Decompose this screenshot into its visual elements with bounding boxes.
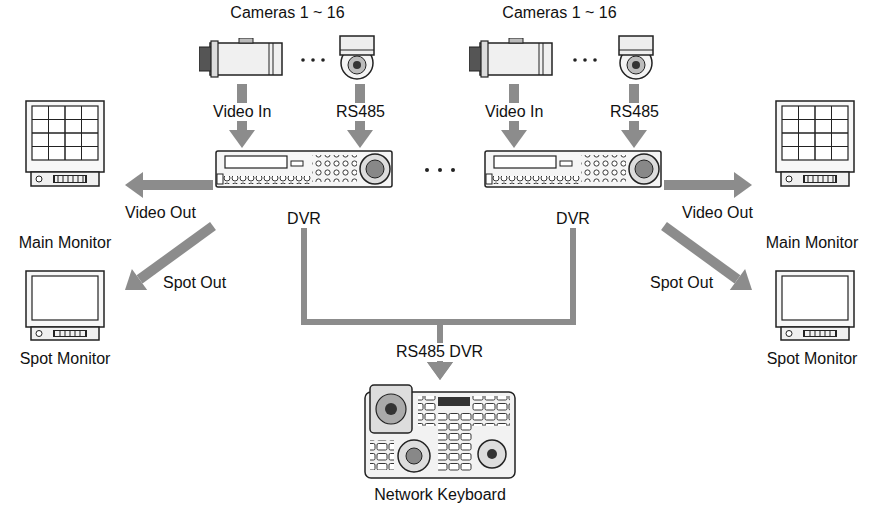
signal-label: Spot Out [647,274,716,292]
ellipsis-dot [321,58,325,62]
device-label: DVR [287,210,321,228]
spot-monitor [776,271,854,340]
ellipsis-dot [438,168,442,172]
dvr-unit [485,151,661,187]
arrow-head [730,269,752,290]
arrow-head [427,362,453,380]
arrow-shaft [143,180,213,190]
device-node: Main Monitor [752,98,872,252]
box-camera [199,38,282,77]
device-label: Main Monitor [19,234,111,252]
device-node: Spot Monitor [752,265,872,368]
arrow-shaft [140,226,213,279]
signal-label: Video Out [679,204,756,222]
spot-monitor [26,271,104,340]
arrow-head [125,269,147,290]
device-label: DVR [556,210,590,228]
device-node: Network Keyboard [355,380,525,504]
device-label: Cameras 1 ~ 16 [230,4,344,22]
signal-arrow [125,172,213,198]
arrow-head [125,172,143,198]
arrow-shaft [440,228,573,362]
signal-label: RS485 [607,103,662,121]
signal-label: Video In [482,103,546,121]
ptz-camera [340,36,374,79]
bus-label: RS485 DVR [393,343,486,361]
ellipsis-dot [593,58,597,62]
main-monitor [26,101,104,186]
device-label: Main Monitor [766,234,858,252]
signal-arrow [664,172,752,198]
dvr-unit [216,151,392,187]
device-label: Cameras 1 ~ 16 [502,4,616,22]
device-node: DVR [213,148,395,228]
arrow-head [501,130,527,148]
arrow-shaft [664,226,737,279]
arrow-shaft [664,180,734,190]
arrow-head [229,130,255,148]
ellipsis-dot [573,58,577,62]
ellipsis-dot [311,58,315,62]
ellipsis-dot [301,58,305,62]
arrow-head [347,130,373,148]
device-node: Main Monitor [5,98,125,252]
ellipsis-dot [451,168,455,172]
device-node: DVR [482,148,664,228]
box-camera [469,38,552,77]
ptz-camera [619,36,653,79]
device-node: Cameras 1 ~ 16 [467,4,652,84]
device-label: Network Keyboard [374,486,506,504]
arrow-head [427,362,453,380]
ellipsis-dot [425,168,429,172]
device-label: Spot Monitor [767,350,858,368]
arrow-shaft [304,228,440,362]
main-monitor [776,101,854,186]
device-label: Spot Monitor [20,350,111,368]
signal-label: Video In [210,103,274,121]
ellipsis-dot [583,58,587,62]
signal-label: Video Out [122,204,199,222]
arrow-head [621,130,647,148]
signal-label: Spot Out [160,274,229,292]
signal-label: RS485 [333,103,388,121]
network-keyboard [365,385,515,478]
arrow-head [734,172,752,198]
device-node: Cameras 1 ~ 16 [195,4,380,84]
device-node: Spot Monitor [5,265,125,368]
